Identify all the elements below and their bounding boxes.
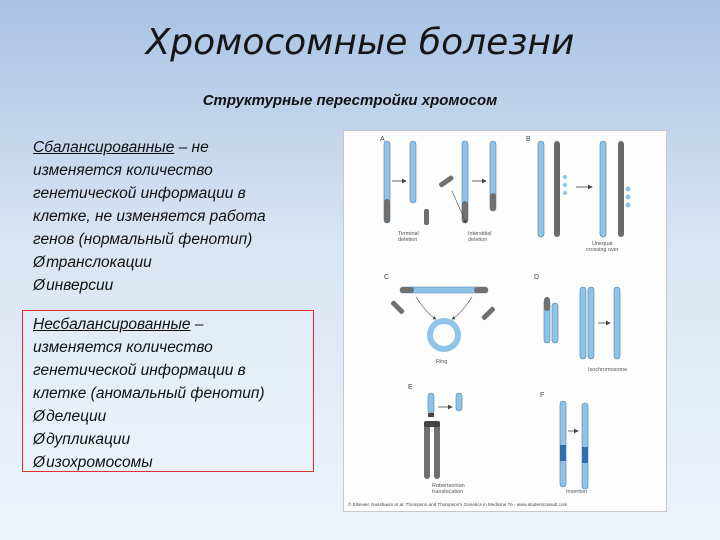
unbalanced-line: генетической информации в [33,362,246,379]
caption-ring: Ring [436,359,447,365]
balanced-block: Сбалансированные – не изменяется количес… [33,136,323,297]
unbalanced-block: Несбалансированные – изменяется количест… [22,310,314,472]
ring-chromosome-diagram [391,286,495,352]
caption-interstitial: deletion [468,237,487,243]
balanced-dash: – не [174,139,209,156]
caption-robertsonian: translocation [432,489,463,495]
chromosome-rearrangements-figure: A B C D E F Terminal deletion Interstiti… [343,130,667,512]
figure-credit: © Elsevier. Nussbaum et al: Thompson and… [348,501,568,507]
caption-terminal: Terminal [398,231,419,237]
caption-interstitial: Interstitial [468,231,492,237]
panel-label: B [526,136,531,143]
balanced-line: генов (нормальный фенотип) [33,231,253,248]
slide-title: Хромосомные болезни [145,22,575,63]
caption-terminal: deletion [398,237,417,243]
terminal-deletion-diagram [383,140,429,225]
caption-unequal: Unequal [592,241,613,247]
balanced-line: генетической информации в [33,185,246,202]
balanced-line: клетке, не изменяется работа [33,208,266,225]
caption-robertsonian: Robertsonian [432,483,465,489]
robertsonian-translocation-diagram [424,392,463,479]
panel-label: D [534,274,539,281]
caption-insertion: Insertion [566,489,587,495]
panel-label: F [540,392,544,399]
list-item: Øинверсии [33,277,114,294]
arrow-bullet-icon: Ø [33,277,46,294]
unequal-crossing-over-diagram [537,140,631,238]
slide-subtitle: Структурные перестройки хромосом [202,92,498,109]
figure-svg: A B C D E F Terminal deletion Interstiti… [348,136,631,507]
unbalanced-dash: – [190,316,204,333]
balanced-line: изменяется количество [33,162,213,179]
arrow-bullet-icon: Ø [33,431,46,448]
panel-label: C [384,274,389,281]
unbalanced-heading: Несбалансированные [33,316,191,333]
list-item: Øизохромосомы [33,454,153,471]
caption-unequal: crossing over [586,247,619,253]
arrow-bullet-icon: Ø [33,454,46,471]
balanced-heading: Сбалансированные [33,139,175,156]
interstitial-deletion-diagram [439,140,497,224]
list-item: Øдупликации [33,431,131,448]
panel-label: E [408,384,413,391]
panel-label: A [380,136,385,143]
unbalanced-line: изменяется количество [33,339,213,356]
unbalanced-line: клетке (аномальный фенотип) [33,385,265,402]
arrow-bullet-icon: Ø [33,254,46,271]
list-item: Øтранслокации [33,254,152,271]
insertion-diagram [559,400,589,490]
list-item: Øделеции [33,408,107,425]
isochromosome-diagram [543,286,621,360]
arrow-bullet-icon: Ø [33,408,46,425]
caption-isochromosome: Isochromosome [588,367,627,373]
